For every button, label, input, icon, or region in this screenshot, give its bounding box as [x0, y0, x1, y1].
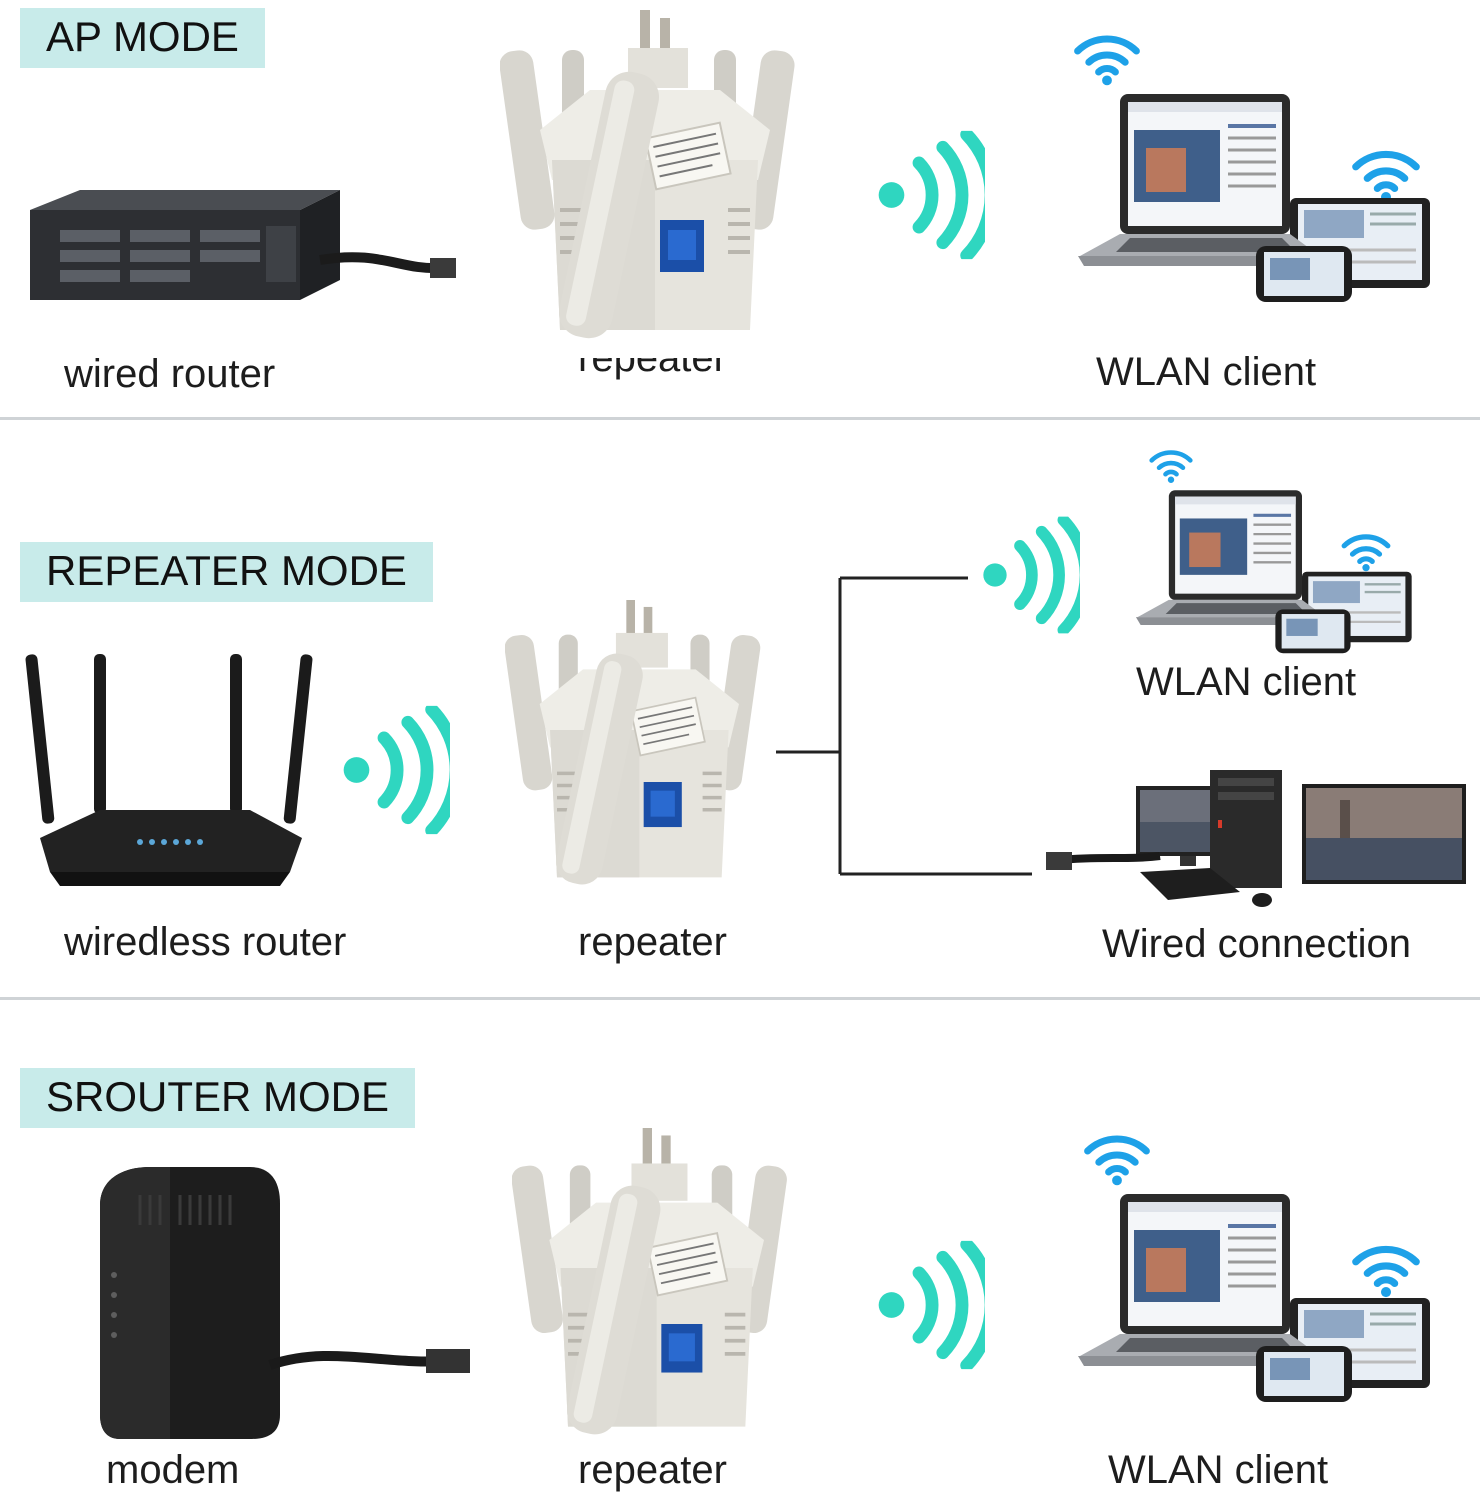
repeater-icon: [512, 1128, 792, 1436]
wifi-waves-icon: [875, 1240, 985, 1370]
wifi-waves-icon: [875, 130, 985, 260]
wired-label: Wired connection: [1102, 922, 1412, 966]
connector-lines: [776, 576, 1032, 876]
repeater-icon: [500, 10, 800, 340]
section-divider: [0, 997, 1480, 1000]
wifi-waves-icon: [980, 515, 1080, 635]
laptop-icon: [1020, 86, 1440, 326]
wifi-icon: [1072, 30, 1142, 86]
repeater-icon: [505, 600, 765, 886]
right-device-label: WLAN client: [1108, 1448, 1329, 1492]
middle-label-clip: repeater: [560, 358, 760, 388]
desktop-icon: [1046, 770, 1466, 907]
wifi-waves-icon: [340, 705, 450, 835]
section-title-badge: AP MODE: [20, 8, 265, 68]
client-label: WLAN client: [1136, 660, 1357, 704]
section-divider: [0, 417, 1480, 420]
laptop-icon: [1090, 484, 1420, 672]
right-device-label: WLAN client: [1096, 350, 1317, 394]
section-title-badge: SROUTER MODE: [20, 1068, 416, 1128]
section-title: SROUTER MODE: [46, 1073, 390, 1120]
wifi-icon: [1148, 446, 1194, 484]
left-device-label: wired router: [64, 352, 276, 396]
left-device-label: modem: [106, 1448, 240, 1492]
router-icon: [25, 654, 313, 886]
middle-device-label: repeater: [578, 920, 727, 964]
middle-device-label: repeater: [578, 1448, 727, 1492]
left-device-label: wiredless router: [64, 920, 347, 964]
middle-device-label: repeater: [578, 358, 727, 380]
router-icon: [30, 190, 456, 300]
section-title: AP MODE: [46, 13, 239, 60]
wifi-icon: [1082, 1130, 1152, 1186]
modem-icon: [100, 1167, 470, 1439]
section-title-badge: REPEATER MODE: [20, 542, 433, 602]
laptop-icon: [1020, 1186, 1440, 1426]
section-title: REPEATER MODE: [46, 547, 407, 594]
